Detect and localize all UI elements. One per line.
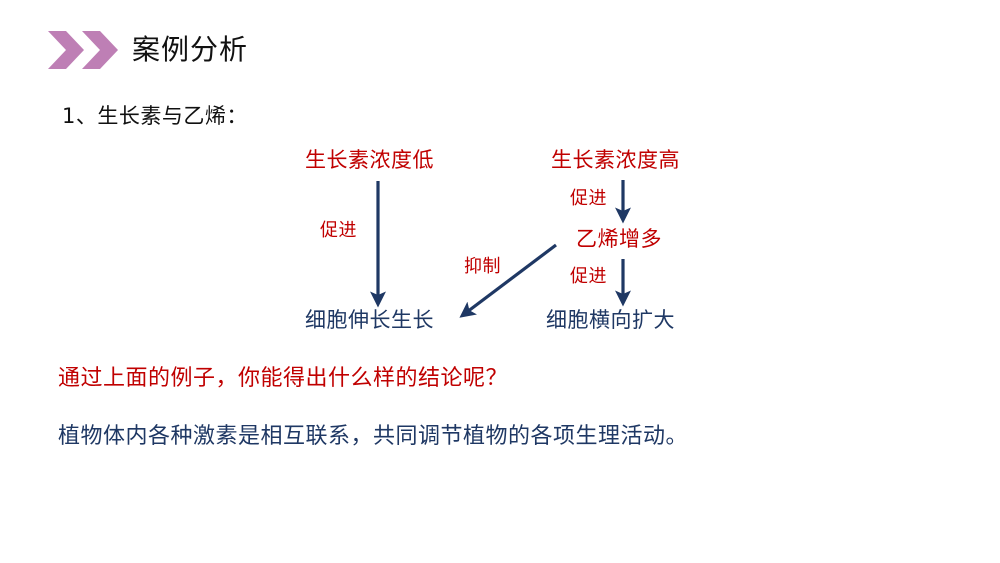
double-chevron-right-icon (48, 31, 118, 69)
diagram-node-cell-expansion: 细胞横向扩大 (546, 308, 675, 332)
section-subtitle: 1、生长素与乙烯： (62, 104, 248, 128)
edge-label-promote-left: 促进 (320, 220, 357, 241)
slide-header: 案例分析 (48, 26, 248, 74)
page-title: 案例分析 (132, 33, 249, 66)
diagram-node-ethylene: 乙烯增多 (576, 227, 662, 251)
diagram-node-auxin-low: 生长素浓度低 (305, 148, 434, 172)
edge-label-inhibit: 抑制 (464, 256, 501, 277)
edge-label-promote-lower-right: 促进 (570, 266, 607, 287)
conclusion-text: 植物体内各种激素是相互联系，共同调节植物的各项生理活动。 (58, 424, 689, 449)
diagram-node-cell-elongation: 细胞伸长生长 (305, 308, 434, 332)
question-text: 通过上面的例子，你能得出什么样的结论呢？ (58, 366, 509, 391)
diagram-node-auxin-high: 生长素浓度高 (551, 148, 680, 172)
edge-label-promote-upper-right: 促进 (570, 188, 607, 209)
